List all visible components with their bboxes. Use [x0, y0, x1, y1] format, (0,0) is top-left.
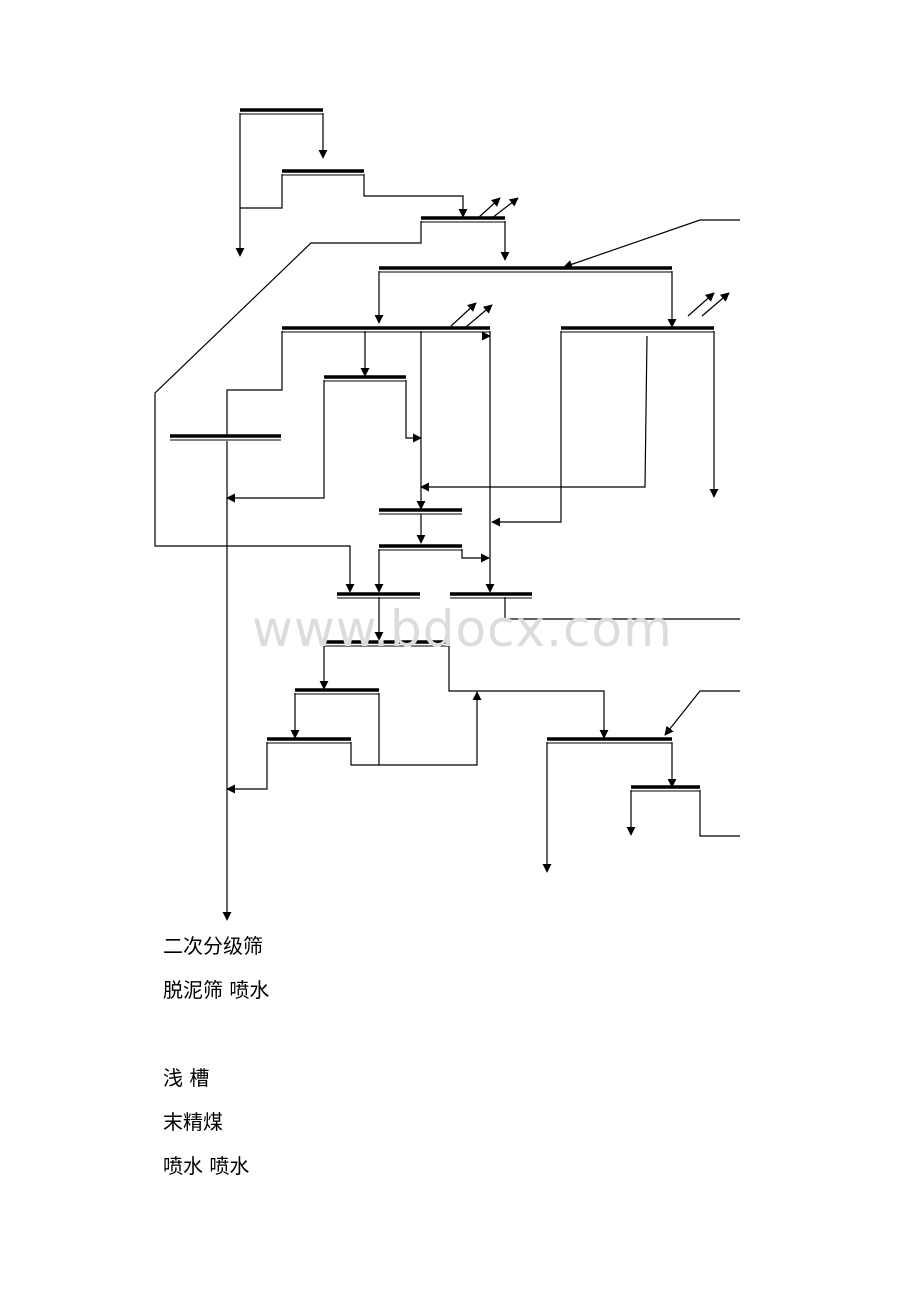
flow-arrow	[465, 304, 493, 328]
screen-bar	[561, 326, 714, 333]
label-fine-clean-coal: 末精煤	[163, 1110, 223, 1134]
flow-arrow	[563, 219, 740, 269]
flow-line	[350, 693, 380, 766]
flow-arrow	[477, 197, 501, 219]
label-shallow-tank: 浅 槽	[163, 1066, 210, 1090]
screen-bar	[324, 640, 449, 647]
screen-bar	[631, 785, 700, 792]
flow-arrow	[687, 292, 715, 317]
flow-arrow	[405, 380, 422, 443]
screen-bar	[282, 169, 364, 176]
flow-arrow	[491, 197, 519, 219]
screen-bar	[421, 216, 505, 223]
flow-arrow	[448, 645, 609, 739]
flow-arrow	[226, 380, 325, 503]
flow-arrow	[154, 221, 422, 593]
flow-arrow	[363, 174, 468, 218]
flow-arrow	[664, 690, 740, 736]
flow-line	[240, 174, 283, 209]
screen-bar	[450, 592, 532, 599]
screen-bar	[282, 326, 490, 333]
label-desliming-spray: 脱泥筛 喷水	[163, 978, 270, 1002]
label-spray-spray: 喷水 喷水	[163, 1154, 250, 1178]
screen-bar	[240, 108, 323, 115]
flow-lines	[154, 113, 740, 921]
screen-bar	[295, 688, 379, 695]
flow-arrow	[420, 335, 648, 492]
process-flow-diagram	[154, 108, 740, 921]
flow-arrow	[379, 691, 482, 766]
screen-bar	[170, 434, 281, 441]
screen-bar	[547, 737, 672, 744]
flow-line	[504, 597, 740, 620]
screen-bar	[267, 737, 351, 744]
equipment-bars	[170, 108, 714, 792]
flow-arrow	[450, 302, 477, 327]
screen-bar	[379, 266, 672, 273]
flow-line	[699, 790, 740, 837]
flow-arrow	[491, 331, 562, 527]
screen-bar	[379, 544, 462, 551]
screen-bar	[324, 375, 406, 382]
flow-arrow	[701, 292, 730, 317]
flow-arrow	[226, 742, 268, 794]
screen-bar	[379, 508, 462, 515]
label-secondary-screen: 二次分级筛	[163, 934, 263, 958]
flow-arrow	[461, 549, 490, 563]
flow-line	[226, 331, 283, 436]
